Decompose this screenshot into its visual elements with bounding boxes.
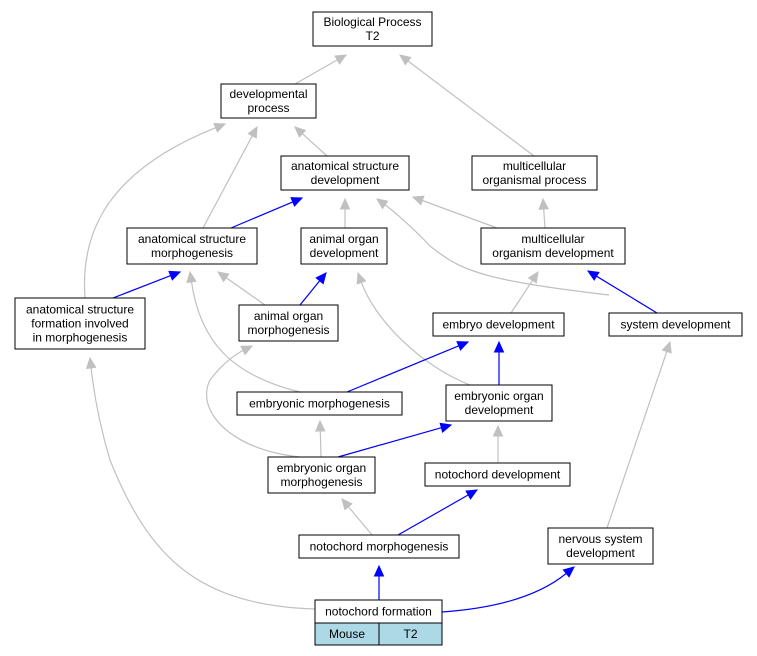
edge-eom-to-aom: [205, 345, 301, 458]
term-label-line: animal organ: [309, 232, 378, 246]
edge-nm-to-eom: [341, 498, 373, 536]
term-label-line: organismal process: [482, 173, 586, 187]
term-label-line: notochord formation: [325, 605, 432, 619]
edge-aod-to-asd: [339, 197, 351, 228]
term-node-ed[interactable]: embryo development: [432, 312, 565, 337]
annotation-species-label: Mouse: [329, 627, 365, 641]
edge-mod-to-asd: [411, 195, 498, 229]
edge-nf-to-asf: [85, 356, 316, 610]
edge-em-to-ed: [346, 341, 470, 393]
term-node-nm[interactable]: notochord morphogenesis: [298, 534, 460, 559]
term-label-line: embryonic organ: [277, 461, 366, 475]
edge-asf-to-asm: [112, 270, 182, 299]
annotation-cell-species: Mouse: [314, 622, 380, 646]
edge-asm-to-dev_process: [202, 125, 258, 229]
term-label-line: development: [465, 403, 534, 417]
term-label-line: development: [310, 246, 379, 260]
term-label-line: development: [311, 173, 380, 187]
edge-eom-to-em: [315, 419, 326, 458]
term-label-line: morphogenesis: [151, 246, 233, 260]
term-node-nf[interactable]: notochord formation: [314, 599, 443, 624]
annotation-code-label: T2: [403, 627, 417, 641]
edge-asf-to-dev_process: [83, 122, 227, 299]
term-label-line: formation involved: [31, 317, 128, 331]
edge-aom-to-aod: [299, 272, 327, 306]
term-label-line: process: [247, 101, 289, 115]
term-label-line: notochord development: [435, 468, 561, 482]
term-label-line: animal organ: [254, 309, 323, 323]
edge-nm-to-nd: [397, 489, 479, 536]
term-label-line: in morphogenesis: [33, 331, 128, 345]
annotation-table: Mouse T2: [314, 622, 443, 646]
term-label-line: morphogenesis: [280, 475, 362, 489]
edge-asm-to-asd: [230, 197, 304, 229]
term-label-line: embryonic organ: [454, 389, 543, 403]
edge-mop-to-bp: [399, 54, 535, 157]
term-node-em[interactable]: embryonic morphogenesis: [236, 391, 403, 416]
term-label-line: multicellular: [521, 232, 584, 246]
edge-sd-to-asd: [376, 198, 610, 296]
term-label-line: development: [566, 546, 635, 560]
term-label-line: organism development: [492, 246, 614, 260]
term-label-line: anatomical structure: [26, 303, 134, 317]
edge-eom-to-eod: [337, 422, 453, 458]
annotation-cell-code: T2: [378, 622, 443, 646]
term-label-line: morphogenesis: [247, 323, 329, 337]
term-label-line: multicellular: [503, 159, 566, 173]
edge-sd-to-mod: [586, 270, 658, 314]
term-label-line: embryo development: [442, 318, 555, 332]
term-label-line: T2: [365, 29, 379, 43]
edge-ed-to-mod: [510, 270, 539, 314]
edge-nsd-to-sd: [606, 340, 672, 529]
edge-layer: [83, 54, 672, 613]
edge-nf-to-nsd: [441, 566, 575, 613]
term-label-line: anatomical structure: [291, 159, 399, 173]
edge-nd-to-eod: [492, 424, 504, 463]
edge-mod-to-mop: [538, 197, 550, 229]
edge-asd-to-dev_process: [294, 126, 328, 157]
term-label-line: system development: [620, 318, 731, 332]
edge-eod-to-aod: [356, 271, 471, 386]
term-label-line: nervous system: [558, 532, 642, 546]
term-label-line: anatomical structure: [138, 232, 246, 246]
edge-eod-to-ed: [493, 340, 505, 385]
edge-nf-to-nm: [373, 564, 385, 600]
edge-em-to-asm: [186, 270, 301, 393]
edge-aom-to-asm: [216, 271, 266, 306]
term-label-line: Biological Process: [323, 15, 421, 29]
term-node-sd[interactable]: system development: [608, 312, 743, 337]
term-node-nd[interactable]: notochord development: [424, 462, 571, 487]
term-label-line: embryonic morphogenesis: [249, 397, 390, 411]
edge-dev_process-to-bp: [294, 54, 348, 85]
term-label-line: notochord morphogenesis: [310, 540, 449, 554]
term-label-line: developmental: [229, 87, 307, 101]
